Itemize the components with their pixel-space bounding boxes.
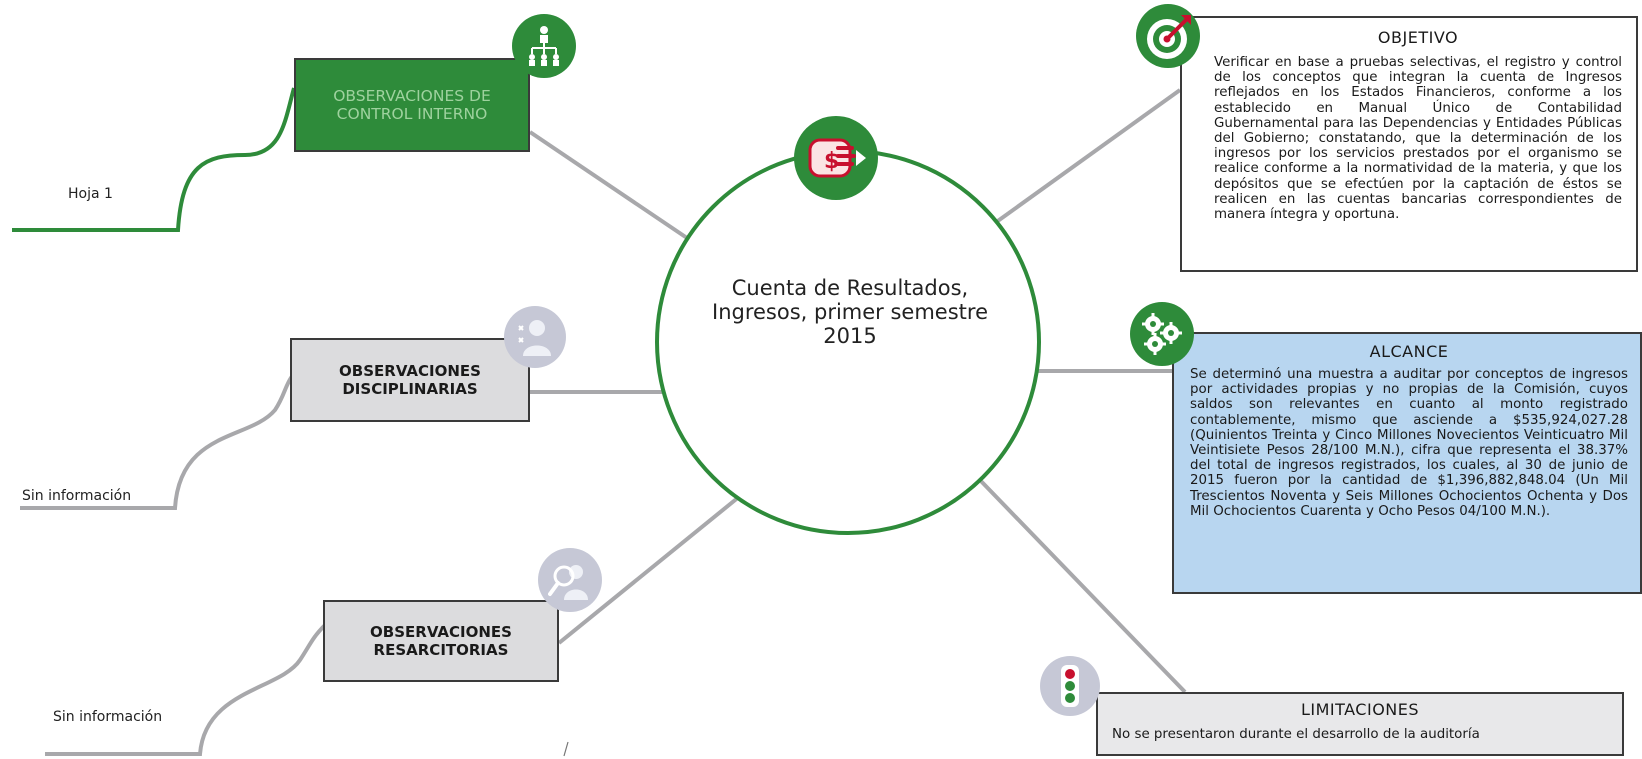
connector-limitaciones — [976, 476, 1187, 694]
sin-informacion-disciplinarias-label: Sin información — [22, 488, 132, 504]
org-chart-icon — [512, 14, 576, 78]
leaf-line-resarcitorias — [45, 623, 327, 756]
alcance-title: ALCANCE — [1369, 342, 1449, 361]
objetivo-text: Verificar en base a pruebas selectivas, … — [1214, 55, 1622, 223]
money-hand-icon: $ — [794, 116, 878, 200]
target-icon — [1136, 4, 1200, 68]
gears-icon — [1130, 302, 1194, 366]
traffic-light-icon — [1040, 656, 1100, 716]
observaciones-disciplinarias-label: OBSERVACIONES DISCIPLINARIAS — [339, 362, 481, 398]
hoja-label: Hoja 1 — [68, 186, 113, 202]
central-topic: Cuenta de Resultados, Ingresos, primer s… — [712, 276, 988, 348]
limitaciones-title: LIMITACIONES — [1300, 700, 1420, 719]
alcance-box: ALCANCE Se determinó una muestra a audit… — [1172, 332, 1642, 594]
objetivo-box: OBJETIVO Verificar en base a pruebas sel… — [1180, 16, 1638, 272]
connector-resarcitorias — [557, 490, 747, 645]
limitaciones-text: No se presentaron durante el desarrollo … — [1112, 727, 1480, 742]
objetivo-title: OBJETIVO — [1377, 28, 1459, 47]
person-icon — [504, 306, 566, 368]
observaciones-resarcitorias-box: OBSERVACIONES RESARCITORIAS — [323, 600, 559, 682]
connector-objetivo — [986, 88, 1182, 230]
observaciones-control-interno-box: OBSERVACIONES DE CONTROL INTERNO — [294, 58, 530, 152]
sin-informacion-resarcitorias-label: Sin información — [53, 709, 163, 725]
observaciones-disciplinarias-box: OBSERVACIONES DISCIPLINARIAS — [290, 338, 530, 422]
observaciones-control-interno-label: OBSERVACIONES DE CONTROL INTERNO — [333, 87, 491, 123]
connector-control-interno — [528, 130, 692, 242]
limitaciones-box: LIMITACIONES No se presentaron durante e… — [1096, 692, 1624, 756]
leaf-line-control-interno — [12, 87, 296, 232]
alcance-text: Se determinó una muestra a auditar por c… — [1190, 367, 1628, 519]
leaf-line-disciplinarias — [20, 373, 295, 510]
magnifier-person-icon — [538, 548, 602, 612]
observaciones-resarcitorias-label: OBSERVACIONES RESARCITORIAS — [370, 623, 512, 659]
svg-text:$: $ — [824, 149, 839, 174]
